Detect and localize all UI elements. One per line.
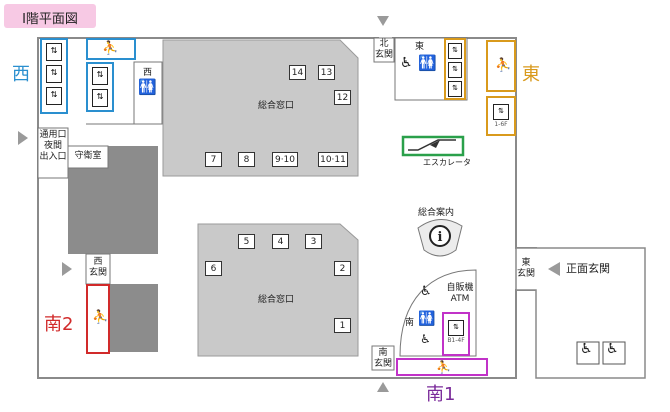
wheelchair-icon: ♿	[400, 55, 413, 71]
south-arrow-icon	[377, 382, 389, 392]
west-top-arrow-icon	[18, 131, 28, 145]
south-entrance-label: 南 玄関	[373, 348, 392, 369]
wheelchair-icon: ♿	[420, 284, 432, 299]
elevator-icon: ⇅	[46, 43, 62, 61]
restroom-east-label: 東	[415, 42, 425, 52]
west-entrance-label: 西 玄関	[88, 257, 107, 278]
main-entrance-label: 正面玄関	[566, 262, 610, 275]
elevator-icon: ⇅	[448, 320, 464, 336]
title-badge: I階平面図	[4, 4, 96, 28]
elevator-icon: ⇅	[46, 87, 62, 105]
direction-label-east: 東	[522, 64, 540, 85]
escalator-label: エスカレータ	[423, 158, 471, 167]
upper-counter-area	[162, 39, 359, 177]
southwest-dark-block	[110, 284, 158, 352]
elevator-icon: ⇅	[448, 43, 462, 59]
direction-label-south2: 南2	[44, 314, 74, 335]
general-counter-bottom-label: 総合窓口	[258, 295, 295, 305]
direction-label-south1: 南1	[426, 384, 456, 405]
counter-9-10: 9·10	[272, 152, 298, 167]
elevator-icon: ⇅	[92, 89, 108, 107]
west-stairs-box: ⛹	[86, 38, 136, 60]
general-counter-top-label: 総合窓口	[258, 101, 295, 111]
west-elevator-pair: ⇅ ⇅	[86, 62, 114, 112]
counter-4: 4	[272, 234, 289, 249]
restroom-icon: 🚻	[418, 311, 436, 327]
guard-room-label: 守衛室	[74, 151, 102, 161]
restroom-south-label: 南	[405, 318, 415, 328]
east-elevator-pair: ⇅ ⇅ ⇅	[444, 38, 466, 100]
lower-counter-area	[197, 223, 359, 357]
elevator-icon: ⇅	[448, 81, 462, 97]
south2-stairs-box: ⛹	[86, 284, 110, 354]
north-entrance-label: 北 玄関	[374, 39, 393, 60]
south1-stairs-box: ⛹	[396, 358, 488, 376]
svg-text:i: i	[438, 230, 443, 245]
east-entrance-label: 東 玄関	[516, 258, 535, 279]
east-arrow-icon	[548, 262, 560, 276]
wheelchair-icon: ♿	[580, 341, 593, 357]
east-stairs-box: ⛹	[486, 40, 516, 92]
counter-14: 14	[289, 65, 306, 80]
counter-7: 7	[205, 152, 222, 167]
direction-label-west: 西	[12, 64, 30, 85]
elevator-floor-label: B1-4F	[447, 337, 465, 344]
counter-1: 1	[334, 318, 351, 333]
elevator-icon: ⇅	[448, 62, 462, 78]
counter-5: 5	[238, 234, 255, 249]
counter-8: 8	[238, 152, 255, 167]
restroom-icon: 🚻	[138, 78, 157, 96]
restroom-icon: 🚻	[418, 54, 437, 72]
escalator-icon	[408, 139, 456, 151]
counter-13: 13	[318, 65, 335, 80]
east-elevator-box: ⇅ 1-6F	[486, 96, 516, 136]
stairs-icon: ⛹	[102, 41, 119, 56]
west-bottom-arrow-icon	[62, 262, 72, 276]
stairs-icon: ⛹	[495, 58, 512, 73]
stairs-icon: ⛹	[92, 310, 109, 325]
counter-3: 3	[305, 234, 322, 249]
elevator-icon: ⇅	[46, 65, 62, 83]
west-elevator-group: ⇅ ⇅ ⇅	[40, 38, 68, 114]
night-entrance-label: 通用口 夜間 出入口	[39, 130, 67, 162]
wheelchair-icon: ♿	[606, 341, 619, 357]
north-arrow-icon	[377, 16, 389, 26]
west-dark-block	[68, 146, 158, 254]
counter-2: 2	[334, 261, 351, 276]
page-title: I階平面図	[22, 12, 78, 27]
information-label: 総合案内	[418, 208, 455, 218]
south-elevator-box: ⇅ B1-4F	[442, 312, 470, 356]
elevator-icon: ⇅	[92, 67, 108, 85]
vending-atm-label: 自販機 ATM	[446, 283, 474, 304]
info-icon	[429, 225, 451, 247]
stairs-icon: ⛹	[436, 360, 451, 374]
counter-6: 6	[205, 261, 222, 276]
counter-10-11: 10·11	[318, 152, 348, 167]
counter-12: 12	[334, 90, 351, 105]
elevator-floor-label: 1-6F	[494, 121, 508, 128]
wheelchair-icon: ♿	[420, 332, 431, 346]
elevator-icon: ⇅	[493, 104, 509, 120]
restroom-west-label: 西	[143, 68, 153, 78]
